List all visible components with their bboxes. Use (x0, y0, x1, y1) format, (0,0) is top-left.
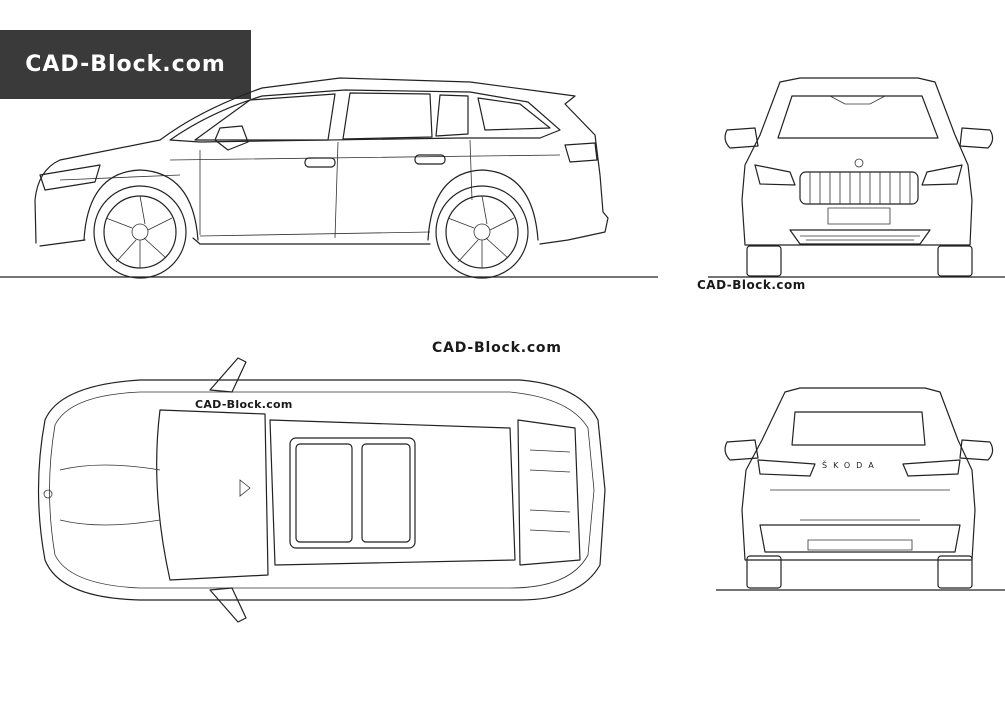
top-view-windshield (157, 410, 268, 580)
watermark-top-view: CAD-Block.com (195, 398, 293, 411)
rear-view-brand-lettering: ŠKODA (822, 459, 880, 470)
side-view-mirror (215, 126, 248, 150)
top-view-panoramic-roof (290, 438, 415, 548)
top-view-bonnet-lines (60, 465, 160, 525)
side-view-front-arch (84, 170, 198, 240)
rear-view-left-mirror (725, 440, 758, 460)
rear-view-right-tire (938, 556, 972, 588)
side-view-character-line (60, 155, 560, 180)
side-view-rear-wheel (436, 186, 528, 278)
front-view-windshield (778, 96, 938, 138)
top-view-right-mirror (210, 588, 246, 622)
top-view-rear-window (518, 420, 580, 565)
top-view-roof-pane-rear (362, 444, 410, 542)
rear-view-left-tire (747, 556, 781, 588)
rear-view: ŠKODA (716, 388, 1005, 590)
side-view-rear-quarter-glass (478, 98, 550, 130)
rear-view-rear-window (792, 412, 925, 445)
side-view-front-window (195, 94, 335, 140)
rear-view-right-mirror (960, 440, 993, 460)
top-view-body-inner (50, 392, 595, 588)
front-view-left-tire (747, 246, 781, 276)
front-view-intake-mesh (800, 236, 920, 240)
side-view-quarter-window (436, 95, 468, 136)
rear-view-diffuser (808, 540, 912, 550)
rear-view-left-taillight (758, 460, 815, 476)
rear-view-right-taillight (903, 460, 960, 476)
side-view-rear-handle (415, 155, 445, 164)
watermark-banner: CAD-Block.com (0, 30, 251, 99)
top-view-sensor (240, 480, 250, 496)
top-view-rear-details (530, 450, 570, 532)
top-view-badge (44, 490, 52, 498)
watermark-middle: CAD-Block.com (432, 340, 562, 356)
front-view-badge (855, 159, 863, 167)
watermark-banner-text: CAD-Block.com (25, 52, 226, 77)
rear-view-tailgate-lines (770, 490, 950, 520)
front-view-body-outline (742, 78, 972, 245)
front-view-right-tire (938, 246, 972, 276)
top-view-roof-pane-front (296, 444, 352, 542)
front-view-left-mirror (725, 128, 758, 148)
rear-view-body-outline (742, 388, 975, 560)
top-view-roof (270, 420, 515, 565)
side-view-front-wheel (94, 186, 186, 278)
side-view-sill (200, 232, 430, 236)
side-view-greenhouse (170, 90, 560, 142)
side-view-front-handle (305, 158, 335, 167)
side-view-body-outline (35, 78, 608, 246)
front-view-right-mirror (960, 128, 993, 148)
front-view-right-headlight (922, 165, 962, 185)
side-view-headlight (40, 165, 100, 190)
front-view-grille-slats (810, 172, 910, 204)
front-view-sensor-housing (830, 96, 885, 104)
side-view-taillight (565, 143, 597, 162)
front-view-left-headlight (755, 165, 795, 185)
side-view-rear-window (343, 93, 432, 139)
top-view-body-outline (39, 380, 606, 600)
front-view-lower-intake (790, 230, 930, 244)
rear-view-bumper (760, 525, 960, 552)
front-view (708, 78, 1005, 277)
watermark-front-view: CAD-Block.com (697, 278, 806, 292)
side-view-rear-arch (428, 170, 538, 240)
top-view-left-mirror (210, 358, 246, 392)
front-view-grille (800, 172, 918, 204)
side-view (0, 78, 658, 278)
top-view (39, 358, 606, 622)
front-view-plate (828, 208, 890, 224)
